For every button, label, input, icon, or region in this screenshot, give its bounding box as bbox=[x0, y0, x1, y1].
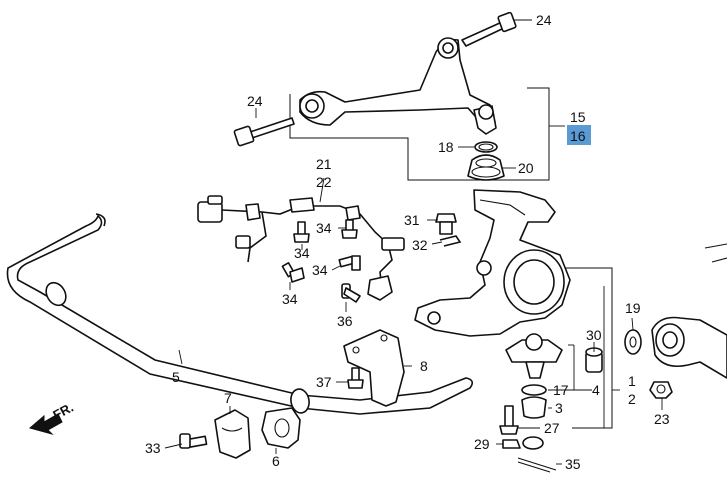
clip-32 bbox=[439, 235, 462, 247]
bolt-31 bbox=[435, 213, 457, 235]
front-arrow-icon bbox=[28, 413, 63, 435]
callout-36: 36 bbox=[337, 313, 353, 329]
steering-knuckle bbox=[414, 189, 571, 337]
callout-30: 30 bbox=[586, 327, 602, 343]
callout-35: 35 bbox=[565, 456, 581, 472]
callout-37: 37 bbox=[316, 374, 332, 390]
callout-23: 23 bbox=[654, 411, 670, 427]
ring-18 bbox=[474, 141, 498, 153]
bolt-34-a bbox=[293, 221, 310, 243]
bushing-6 bbox=[261, 407, 301, 449]
callout-34-a: 34 bbox=[294, 245, 310, 261]
callout-3: 3 bbox=[555, 400, 563, 416]
boot-3 bbox=[521, 396, 547, 419]
bolt-24-left bbox=[233, 117, 295, 147]
callout-15: 15 bbox=[570, 109, 586, 125]
bolt-36 bbox=[341, 283, 361, 303]
callout-7: 7 bbox=[224, 390, 232, 406]
callout-20: 20 bbox=[518, 160, 534, 176]
callout-31: 31 bbox=[404, 212, 420, 228]
bolt-24-upper bbox=[461, 11, 517, 47]
callout-6: 6 bbox=[272, 453, 280, 469]
callout-24-upper: 24 bbox=[536, 12, 552, 28]
bolt-37 bbox=[347, 367, 364, 389]
bracket-8 bbox=[343, 329, 405, 407]
nut-29 bbox=[502, 436, 544, 450]
bolt-33 bbox=[179, 433, 208, 449]
callout-32: 32 bbox=[412, 237, 428, 253]
callout-27: 27 bbox=[544, 420, 560, 436]
callout-5: 5 bbox=[172, 369, 180, 385]
callout-2: 2 bbox=[628, 391, 636, 407]
ring-17 bbox=[521, 384, 547, 396]
callout-19: 19 bbox=[625, 300, 641, 316]
nut-23 bbox=[649, 381, 673, 399]
frame-knuckle bbox=[565, 267, 613, 429]
bolt-34-c bbox=[338, 255, 361, 271]
wheel-sensor bbox=[197, 195, 405, 301]
ball-joint-lower bbox=[505, 333, 563, 379]
washer-19 bbox=[624, 329, 642, 355]
leader-lines bbox=[164, 19, 663, 465]
bolt-34-b bbox=[341, 219, 358, 239]
cotter-35 bbox=[517, 457, 557, 473]
callout-4: 4 bbox=[592, 382, 600, 398]
callout-18: 18 bbox=[438, 139, 454, 155]
upper-control-arm bbox=[299, 37, 497, 135]
callout-16: 16 bbox=[570, 128, 586, 144]
bolt-34-d bbox=[281, 262, 305, 283]
callout-21: 21 bbox=[316, 156, 332, 172]
boot-20 bbox=[467, 154, 505, 181]
callout-34-d: 34 bbox=[282, 291, 298, 307]
highlight-16 bbox=[567, 125, 591, 145]
callout-29: 29 bbox=[474, 436, 490, 452]
frame-upper-arm bbox=[289, 87, 550, 181]
callout-24-left: 24 bbox=[247, 93, 263, 109]
lower-arm bbox=[651, 243, 727, 379]
callout-33: 33 bbox=[145, 440, 161, 456]
callout-22: 22 bbox=[316, 174, 332, 190]
callout-8: 8 bbox=[420, 358, 428, 374]
callout-34-c: 34 bbox=[312, 262, 328, 278]
callout-1: 1 bbox=[628, 373, 636, 389]
holder-7 bbox=[214, 409, 251, 459]
bolt-27 bbox=[499, 405, 519, 435]
callout-34-b: 34 bbox=[316, 220, 332, 236]
callout-17: 17 bbox=[553, 382, 569, 398]
stabilizer-bar bbox=[6, 213, 474, 415]
